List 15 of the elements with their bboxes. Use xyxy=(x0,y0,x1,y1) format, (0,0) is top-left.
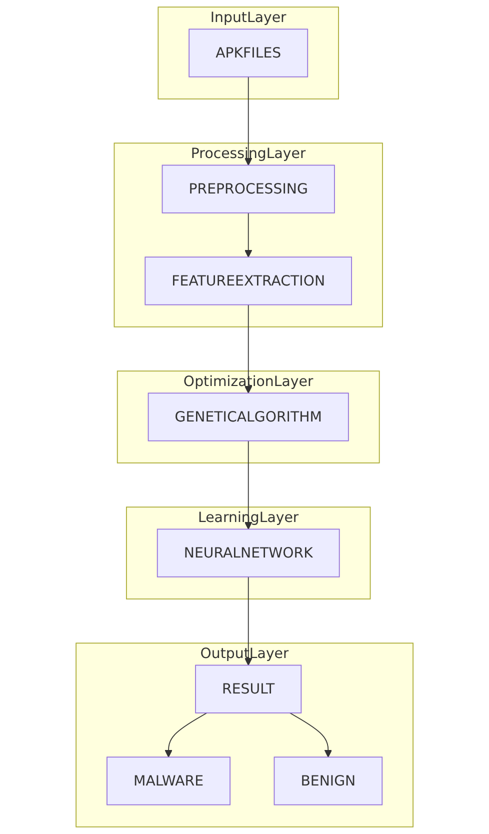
node-box: PREPROCESSING xyxy=(162,164,335,214)
node-box: FEATUREEXTRACTION xyxy=(144,256,352,306)
node-box: GENETICALGORITHM xyxy=(148,392,349,442)
arrow xyxy=(244,304,252,394)
node-box: APKFILES xyxy=(188,28,308,78)
node-box: NEURALNETWORK xyxy=(156,528,340,578)
arrow xyxy=(244,212,252,258)
arrow xyxy=(289,712,332,758)
node-box: BENIGN xyxy=(274,756,383,806)
arrow xyxy=(244,576,252,666)
node-box: RESULT xyxy=(195,664,302,714)
arrow xyxy=(244,440,252,530)
node-box: MALWARE xyxy=(106,756,230,806)
arrow xyxy=(244,76,252,166)
arrow xyxy=(164,712,208,758)
